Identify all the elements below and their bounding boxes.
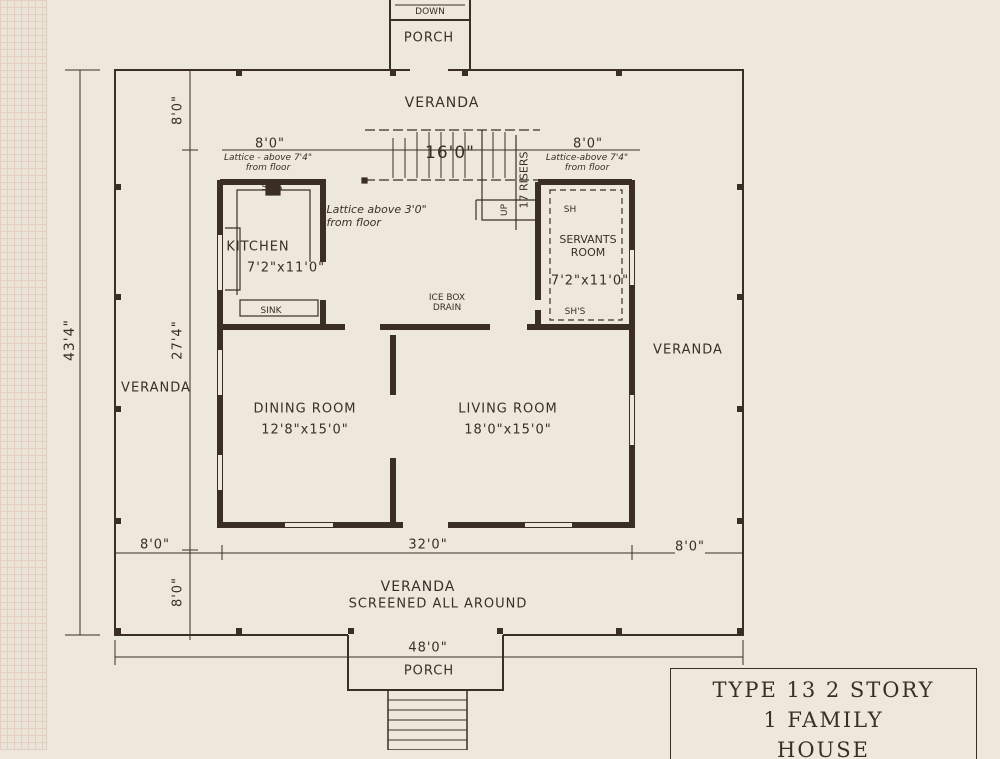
dining-room-name: DINING ROOM bbox=[253, 401, 357, 417]
veranda-left-label: VERANDA bbox=[121, 380, 191, 396]
ice-box-drain-note: ICE BOX DRAIN bbox=[428, 293, 466, 313]
bottom-porch bbox=[347, 635, 504, 750]
back-veranda-depth-dim: 8'0" bbox=[170, 576, 186, 608]
servants-shelves-label: SH'S bbox=[564, 307, 586, 317]
dimension-lines bbox=[65, 69, 744, 665]
sink-label: SINK bbox=[260, 306, 282, 316]
top-porch-label: PORCH bbox=[403, 30, 455, 46]
down-label: DOWN bbox=[415, 7, 445, 17]
veranda-top-label: VERANDA bbox=[404, 95, 480, 111]
veranda-bottom-label: VERANDA bbox=[380, 579, 456, 595]
right-bay-dim: 8'0" bbox=[572, 136, 604, 152]
title-line-1: TYPE 13 2 STORY bbox=[712, 678, 935, 702]
house-width-dim: 32'0" bbox=[408, 537, 448, 553]
overall-width-dim: 48'0" bbox=[408, 640, 448, 656]
kitchen-name: KITCHEN bbox=[226, 239, 290, 255]
title-line-2: 1 FAMILY bbox=[763, 708, 884, 732]
house-depth-dim: 27'4" bbox=[170, 320, 186, 360]
house-walls bbox=[217, 179, 635, 528]
servants-closet bbox=[549, 189, 623, 321]
veranda-right-label: VERANDA bbox=[653, 342, 723, 358]
title-block: TYPE 13 2 STORY 1 FAMILY HOUSE bbox=[670, 668, 977, 759]
overall-depth-dim: 43'4" bbox=[62, 318, 78, 362]
left-veranda-width-dim: 8'0" bbox=[139, 537, 171, 553]
left-bay-dim: 8'0" bbox=[254, 136, 286, 152]
risers-note: 17 RISERS bbox=[517, 151, 531, 209]
kitchen-shelves-label: SH'S bbox=[261, 183, 283, 193]
bottom-porch-label: PORCH bbox=[403, 663, 455, 679]
right-veranda-width-dim: 8'0" bbox=[674, 539, 706, 555]
servants-shelf-label: SH bbox=[563, 205, 577, 215]
kitchen-fixtures bbox=[225, 182, 319, 317]
front-veranda-depth-dim: 8'0" bbox=[170, 94, 186, 126]
living-room-name: LIVING ROOM bbox=[458, 401, 558, 417]
staircase bbox=[361, 129, 540, 230]
kitchen-size: 7'2"x11'0" bbox=[246, 260, 326, 276]
up-label: UP bbox=[500, 203, 510, 217]
title-line-3: HOUSE bbox=[777, 738, 870, 759]
top-porch bbox=[389, 0, 471, 70]
lattice-right-note: Lattice-above 7'4" from floor bbox=[545, 153, 629, 173]
living-room-size: 18'0"x15'0" bbox=[464, 422, 552, 438]
veranda-posts bbox=[115, 70, 743, 634]
graph-paper-margin bbox=[0, 0, 47, 750]
veranda-bottom-note: SCREENED ALL AROUND bbox=[348, 596, 528, 612]
servants-room-name: SERVANTS ROOM bbox=[559, 233, 617, 259]
veranda-outline bbox=[114, 69, 744, 636]
servants-room-size: 7'2"x11'0" bbox=[550, 273, 630, 289]
windows bbox=[218, 235, 634, 527]
dining-room-size: 12'8"x15'0" bbox=[261, 422, 349, 438]
lattice-kitchen-note: Lattice above 3'0" from floor bbox=[326, 203, 427, 229]
lattice-left-note: Lattice - above 7'4" from floor bbox=[223, 153, 313, 173]
stair-width-dim: 16'0" bbox=[425, 143, 475, 163]
